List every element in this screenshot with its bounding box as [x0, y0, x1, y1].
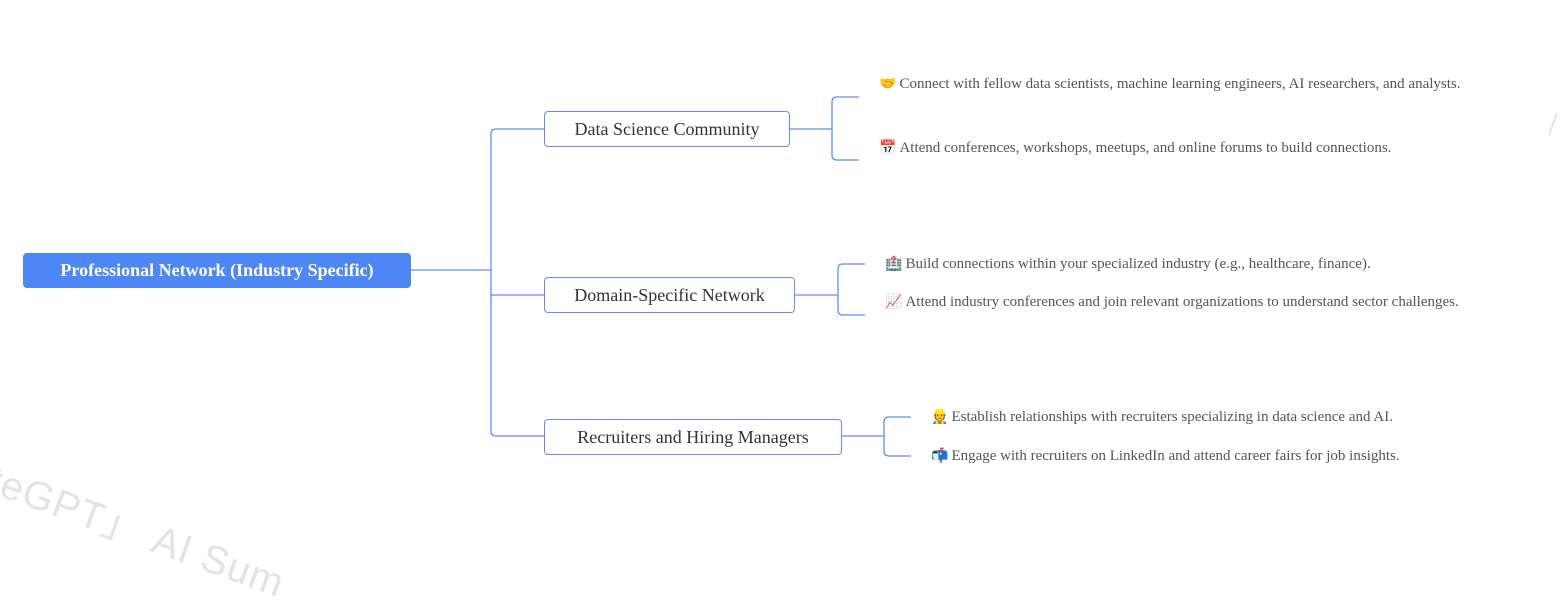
leaf-text: Establish relationships with recruiters …: [951, 409, 1393, 425]
leaf-node[interactable]: 👷Establish relationships with recruiters…: [931, 404, 1551, 430]
leaf-text: Connect with fellow data scientists, mac…: [899, 76, 1461, 92]
leaf-node[interactable]: 📅Attend conferences, workshops, meetups,…: [879, 135, 1479, 161]
worker-icon: 👷: [931, 409, 949, 425]
branch-node-data-science-community[interactable]: Data Science Community: [544, 111, 790, 147]
connector-lines: [411, 96, 911, 457]
leaf-node[interactable]: 🤝Connect with fellow data scientists, ma…: [879, 71, 1479, 97]
leaf-node[interactable]: 📬Engage with recruiters on LinkedIn and …: [931, 443, 1551, 469]
leaf-connector-1: [790, 96, 859, 161]
trunk-connector: [490, 128, 497, 437]
branch-node-domain-specific-network[interactable]: Domain-Specific Network: [544, 277, 795, 313]
leaf-text: Attend industry conferences and join rel…: [905, 294, 1459, 310]
root-node[interactable]: Professional Network (Industry Specific): [23, 253, 411, 288]
leaf-text: Engage with recruiters on LinkedIn and a…: [951, 448, 1400, 464]
leaf-node[interactable]: 🏥Build connections within your specializ…: [885, 251, 1485, 277]
leaf-node[interactable]: 📈Attend industry conferences and join re…: [885, 289, 1480, 315]
chart-increasing-icon: 📈: [885, 294, 903, 310]
handshake-icon: 🤝: [879, 76, 897, 92]
mailbox-icon: 📬: [931, 448, 949, 464]
leaf-text: Attend conferences, workshops, meetups, …: [899, 140, 1392, 156]
leaf-connector-3: [842, 416, 911, 457]
calendar-icon: 📅: [879, 140, 897, 156]
hospital-icon: 🏥: [885, 256, 903, 272]
leaf-connector-2: [795, 263, 865, 316]
branch-node-recruiters-hiring-managers[interactable]: Recruiters and Hiring Managers: [544, 419, 842, 455]
leaf-text: Build connections within your specialize…: [905, 256, 1371, 272]
